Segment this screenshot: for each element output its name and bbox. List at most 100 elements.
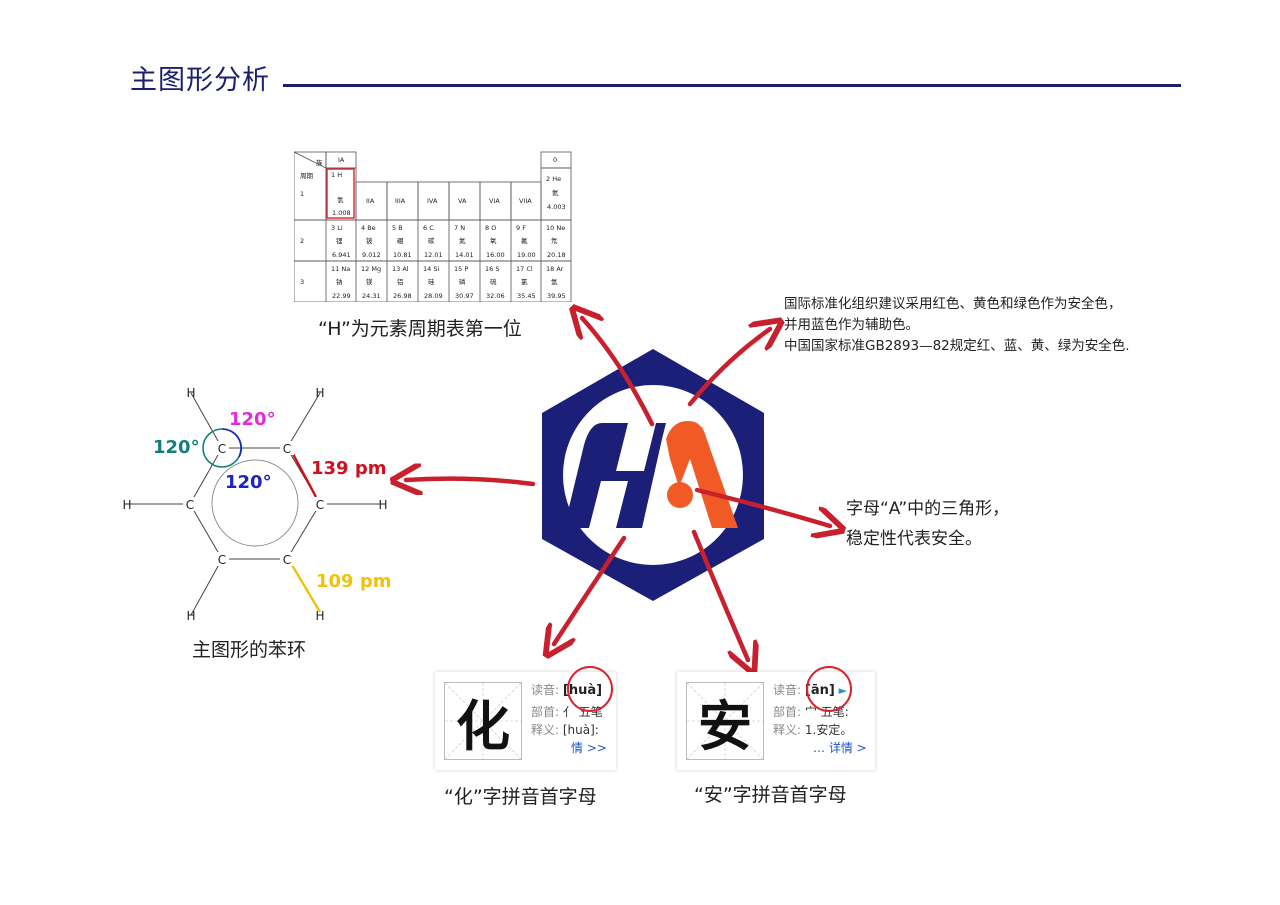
hydrogen-label: H <box>186 609 195 623</box>
group-label: VIA <box>489 197 500 205</box>
hua-more-link[interactable]: 情 >> <box>571 741 607 755</box>
angle-label-left: 120° <box>153 437 200 458</box>
triangle-note-line: 稳定性代表安全。 <box>846 529 982 549</box>
safety-note-line: 并用蓝色作为辅助色。 <box>784 317 919 333</box>
corner-group-label: 族 <box>316 158 323 167</box>
arrow-to-triangle-note <box>694 487 830 526</box>
ch-bond-highlight <box>290 564 322 613</box>
hydrogen-name: 氢 <box>337 195 344 204</box>
hydrogen-label: H <box>378 498 387 512</box>
element-mass: 22.99 <box>332 292 351 300</box>
element-number: 8 O <box>485 224 496 232</box>
period-label: 3 <box>300 278 304 286</box>
arrow-to-safety-note <box>687 329 770 407</box>
corner-period-label: 周期 <box>300 172 314 180</box>
element-mass: 39.95 <box>547 292 566 300</box>
group-label: VA <box>458 197 467 205</box>
element-mass: 14.01 <box>455 251 474 259</box>
element-name: 氟 <box>521 236 528 245</box>
glyph-grid <box>687 683 763 759</box>
radical-label: 部首: <box>773 705 802 719</box>
hydrogen-label: H <box>186 386 195 400</box>
element-name: 硫 <box>490 277 497 286</box>
hua-pinyin: [huà] <box>562 683 603 698</box>
an-more-link[interactable]: … 详情 > <box>813 741 867 755</box>
an-glyph-box: 安 <box>686 682 764 760</box>
arrow-to-periodic-table <box>582 318 655 427</box>
angle-label-top: 120° <box>229 409 276 430</box>
group-label: VIIA <box>519 197 532 205</box>
element-name: 硅 <box>428 277 435 286</box>
hua-glyph: 化 <box>456 693 510 758</box>
group-label: IIA <box>366 197 375 205</box>
element-number: 7 N <box>454 224 465 232</box>
group-label: IIIA <box>395 197 406 205</box>
hydrogen-label: H <box>315 386 324 400</box>
an-caption: “安”字拼音首字母 <box>694 784 847 806</box>
logo <box>540 347 766 603</box>
an-pinyin: [ān] <box>804 683 835 698</box>
element-number: 11 Na <box>331 265 350 273</box>
element-name: 铝 <box>397 277 404 286</box>
logo-dot <box>667 482 693 508</box>
meaning-label: 释义: <box>773 723 802 737</box>
logo-letter-h <box>564 423 666 528</box>
glyph-grid <box>445 683 521 759</box>
arrow-to-hua-card <box>554 535 627 644</box>
element-mass: 12.01 <box>424 251 443 259</box>
element-number: 6 C <box>423 224 434 232</box>
element-mass: 9.012 <box>362 251 381 259</box>
element-name: 碳 <box>428 236 435 245</box>
element-name: 锂 <box>336 236 343 245</box>
an-meaning: 1.安定。 <box>804 723 853 737</box>
element-mass: 35.45 <box>517 292 536 300</box>
hydrogen-number: 1 H <box>331 171 342 179</box>
element-mass: 28.09 <box>424 292 443 300</box>
angle-label-inner: 120° <box>225 472 272 493</box>
speaker-icon[interactable]: ► <box>838 684 848 697</box>
hua-pinyin-highlight <box>567 666 613 712</box>
element-mass: 30.97 <box>455 292 474 300</box>
hua-meaning-row: 释义: [huà]: <box>531 720 599 740</box>
element-mass: 10.81 <box>393 251 412 259</box>
element-name: 磷 <box>459 277 466 286</box>
pron-label: 读音: <box>531 683 560 697</box>
page-title: 主图形分析 <box>130 65 270 96</box>
element-number: 14 Si <box>423 265 439 273</box>
element-mass: 20.18 <box>547 251 566 259</box>
element-number: 15 P <box>454 265 468 273</box>
group-label: IVA <box>427 197 438 205</box>
safety-note-line: 中国国家标准GB2893—82规定红、蓝、黄、绿为安全色. <box>784 338 1130 354</box>
angle-marker-inner <box>221 428 243 458</box>
safety-color-note: 国际标准化组织建议采用红色、黄色和绿色作为安全色， 并用蓝色作为辅助色。 中国国… <box>784 294 1130 357</box>
element-number: 3 Li <box>331 224 343 232</box>
hua-pronunciation-row: 读音: [huà] <box>531 680 602 701</box>
periodic-table-caption: “H”为元素周期表第一位 <box>318 318 522 340</box>
benzene-graphic: C C C C C C H H H H H H 120° 120° 120° 1… <box>122 386 391 623</box>
element-name: 铍 <box>366 236 373 245</box>
ch-bond-length-label: 109 pm <box>316 571 391 592</box>
an-dictionary-card: 安 读音: [ān] ► 部首: 宀 五笔: 释义: 1.安定。 … 详情 > <box>677 672 875 770</box>
carbon-label: C <box>186 498 194 512</box>
period-label: 2 <box>300 237 304 245</box>
element-name: 钠 <box>336 277 343 286</box>
pron-label: 读音: <box>773 683 802 697</box>
an-pronunciation-row: 读音: [ān] ► <box>773 680 847 701</box>
triangle-note: 字母“A”中的三角形， 稳定性代表安全。 <box>846 494 1009 554</box>
carbon-label: C <box>316 498 324 512</box>
an-meaning-row: 释义: 1.安定。 <box>773 720 852 740</box>
element-mass: 26.98 <box>393 292 412 300</box>
element-mass: 24.31 <box>362 292 381 300</box>
periodic-table-grid <box>293 151 572 303</box>
element-mass: 6.941 <box>332 251 351 259</box>
benzene-diagram: C C C C C C H H H H H H 120° 120° 120° 1… <box>115 375 415 625</box>
element-mass: 19.00 <box>517 251 536 259</box>
period-label: 1 <box>300 190 304 198</box>
group-ia-label: IA <box>338 156 345 164</box>
group-0-label: 0 <box>553 156 557 164</box>
element-number: 16 S <box>485 265 499 273</box>
carbon-label: C <box>218 442 226 456</box>
an-pinyin-highlight <box>806 666 852 712</box>
